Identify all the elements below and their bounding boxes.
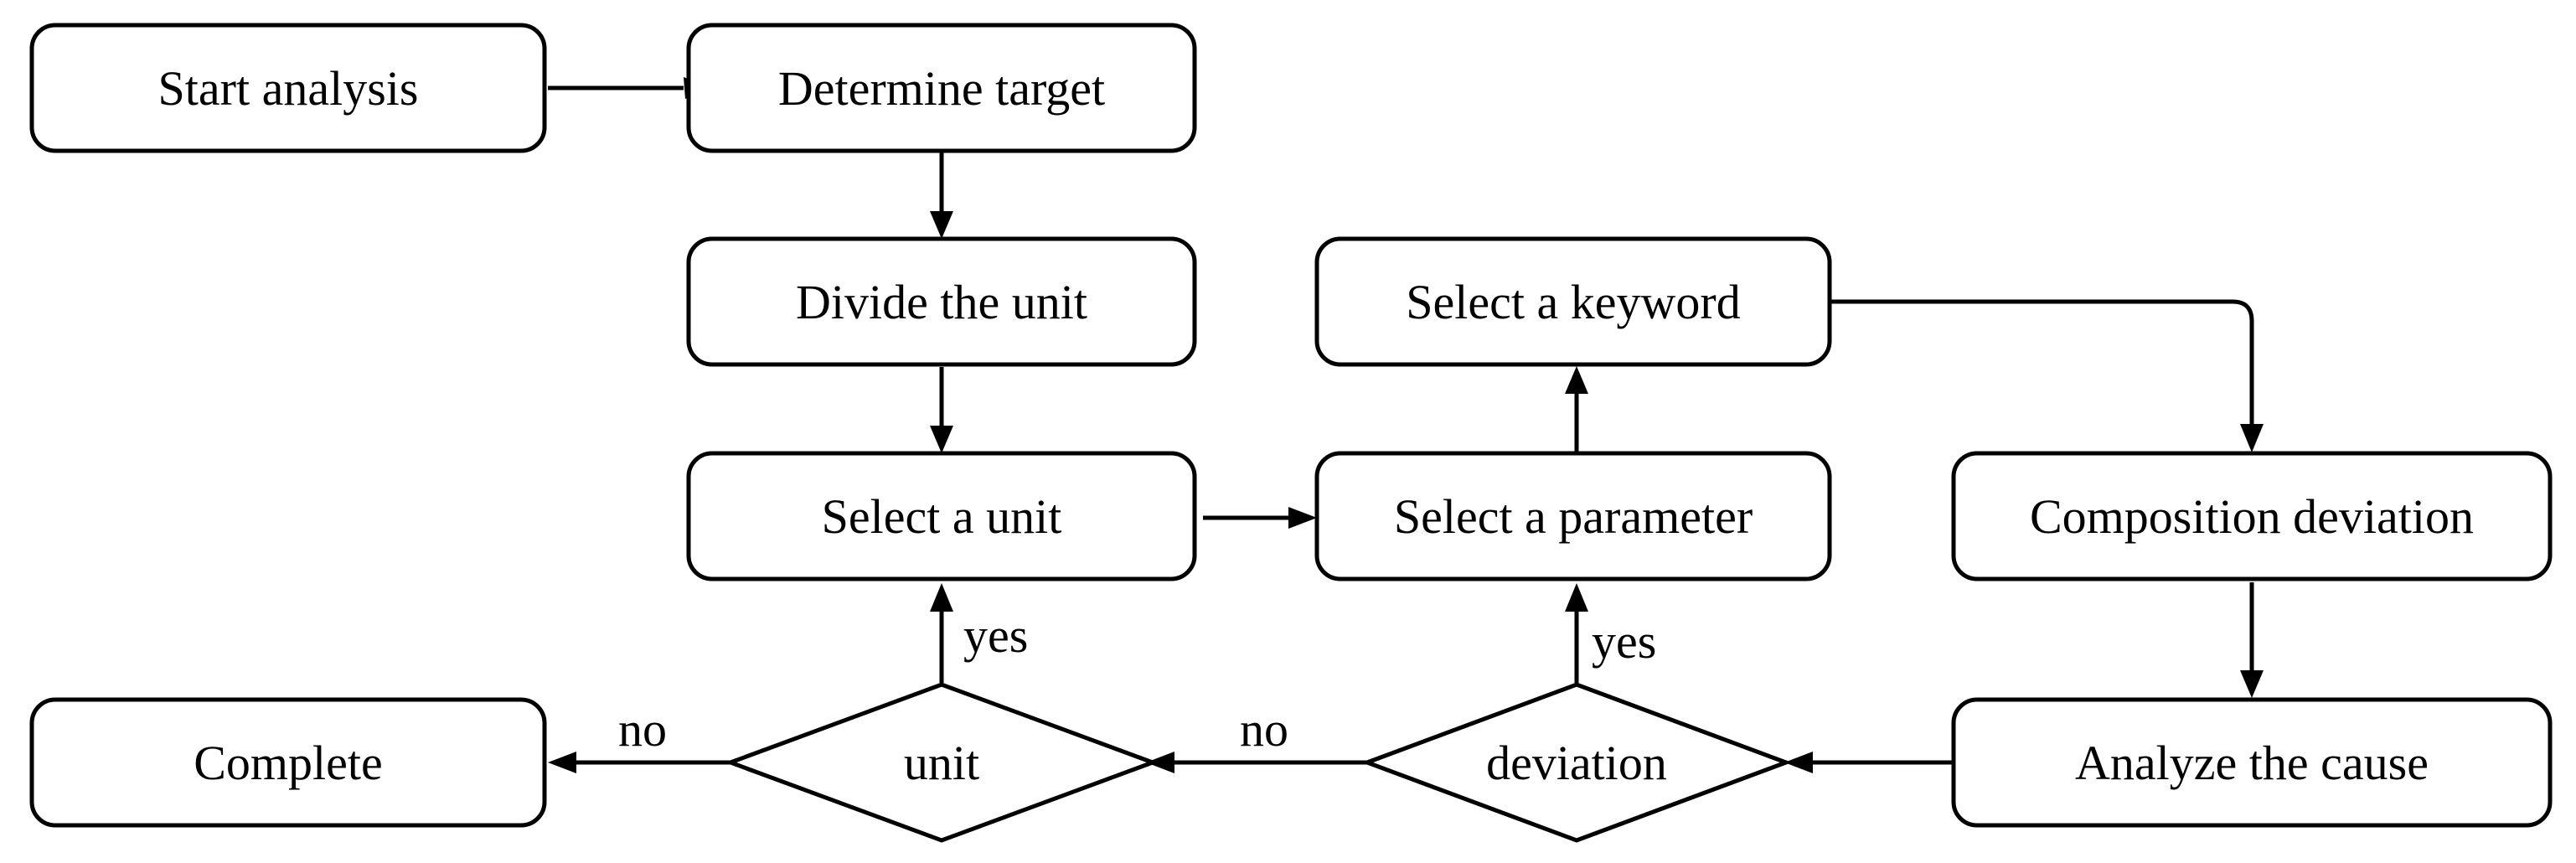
node-analyze-the-cause: Analyze the cause xyxy=(1951,697,2553,828)
arrowhead xyxy=(1146,752,1174,773)
arrowhead xyxy=(548,752,576,773)
node-determine-target: Determine target xyxy=(686,23,1197,153)
node-divide-the-unit-label: Divide the unit xyxy=(796,275,1087,329)
node-complete: Complete xyxy=(29,697,547,828)
node-select-a-parameter: Select a parameter xyxy=(1314,451,1832,581)
arrowhead xyxy=(930,426,953,453)
edge-label-deviation-no: no xyxy=(1240,702,1288,757)
edges xyxy=(548,77,2264,773)
arrowhead xyxy=(1288,507,1317,529)
decision-deviation: deviation xyxy=(1360,682,1793,843)
decision-deviation-label: deviation xyxy=(1486,736,1667,790)
node-determine-target-label: Determine target xyxy=(778,61,1105,116)
arrowhead xyxy=(2240,670,2264,698)
node-complete-label: Complete xyxy=(194,736,383,790)
edge-label-deviation-yes: yes xyxy=(1592,614,1656,669)
arrowhead xyxy=(2240,424,2264,452)
node-composition-deviation: Composition deviation xyxy=(1951,451,2553,581)
node-start-analysis: Start analysis xyxy=(29,23,547,153)
node-composition-deviation-label: Composition deviation xyxy=(2030,489,2474,544)
node-divide-the-unit: Divide the unit xyxy=(686,236,1197,367)
node-analyze-the-cause-label: Analyze the cause xyxy=(2075,736,2429,790)
arrowhead xyxy=(1565,583,1588,612)
node-start-analysis-label: Start analysis xyxy=(158,61,419,116)
node-select-a-parameter-label: Select a parameter xyxy=(1394,489,1753,544)
node-select-a-unit: Select a unit xyxy=(686,451,1197,581)
arrowhead xyxy=(930,211,953,239)
decision-unit: unit xyxy=(724,682,1159,843)
node-select-a-unit-label: Select a unit xyxy=(822,489,1062,544)
arrowhead xyxy=(1565,366,1588,394)
edge-label-unit-no: no xyxy=(618,702,667,757)
node-select-a-keyword: Select a keyword xyxy=(1314,236,1832,367)
arrowhead xyxy=(1784,752,1813,773)
node-select-a-keyword-label: Select a keyword xyxy=(1406,275,1740,329)
edge-label-unit-yes: yes xyxy=(963,608,1028,663)
edge-keyword-to-composition xyxy=(1830,299,2254,424)
decision-unit-label: unit xyxy=(904,736,979,790)
arrowhead xyxy=(930,583,953,612)
